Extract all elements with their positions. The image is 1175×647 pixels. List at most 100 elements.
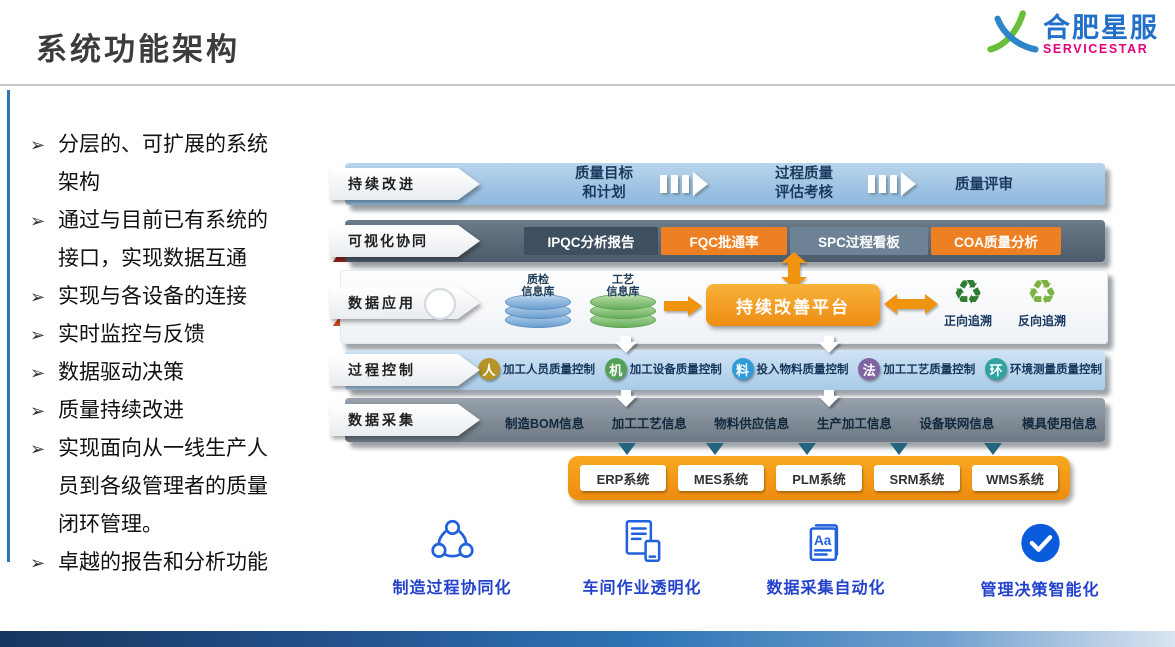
bullet-text: 数据驱动决策: [58, 361, 184, 384]
connector-down-icon: [706, 443, 724, 455]
bullet-arrow-icon: ➢: [30, 325, 46, 345]
bullet-arrow-icon: ➢: [30, 135, 46, 155]
down-arrow-icon: [818, 336, 840, 353]
collect-item: 生产加工信息: [816, 417, 892, 431]
control-man: 人加工人员质量控制: [478, 358, 595, 380]
database-label: 质检 信息库: [521, 274, 555, 299]
method-badge: 法: [858, 358, 881, 380]
collect-item: 设备联网信息: [919, 417, 995, 431]
page-title: 系统功能架构: [36, 32, 240, 67]
feature-label: 车间作业透明化: [582, 580, 702, 597]
data-app-circle-icon: [424, 288, 456, 320]
logo-text: 合肥星服 SERVICESTAR: [1043, 12, 1159, 57]
control-label: 加工工艺质量控制: [883, 364, 976, 376]
recycle-icon: ♻: [1026, 274, 1058, 312]
collect-item: 模具使用信息: [1021, 417, 1097, 431]
feature-transparency: 车间作业透明化: [582, 514, 701, 598]
ribbon-visual-collaboration: 可视化协同: [330, 225, 480, 257]
bullet-arrow-icon: ➢: [30, 287, 46, 307]
flow-arrow-icon: [660, 172, 708, 196]
control-label: 加工人员质量控制: [503, 364, 595, 376]
ribbon-process-control: 过程控制: [330, 354, 480, 386]
bullet-text: 通过与目前已有系统的接口，实现数据互通: [58, 209, 268, 270]
horizontal-double-arrow-icon: [884, 294, 938, 314]
visual-collaboration-boxes: IPQC分析报告 FQC批通率 SPC过程看板 COA质量分析: [524, 227, 1061, 255]
connector-down-icon: [618, 443, 636, 455]
bullet-text: 质量持续改进: [58, 399, 184, 422]
process-craft-database: 工艺 信息库: [590, 274, 656, 328]
footer-bar: [0, 631, 1175, 647]
bullet-arrow-icon: ➢: [30, 553, 46, 573]
srm-system-box: SRM系统: [874, 465, 960, 491]
layer-label: 数据应用: [330, 287, 480, 319]
ribbon-data-collection: 数据采集: [330, 404, 480, 436]
bullet-arrow-icon: ➢: [30, 401, 46, 421]
man-badge: 人: [478, 358, 500, 380]
connector-down-icon: [984, 443, 1002, 455]
feature-data-collection: Aa 数据采集自动化: [766, 514, 885, 598]
bullet-item: ➢ 实现与各设备的连接: [30, 278, 292, 316]
smart-decision-check-icon: [980, 516, 1099, 570]
control-method: 法加工工艺质量控制: [858, 358, 975, 380]
collect-item: 制造BOM信息: [505, 417, 585, 431]
collaboration-icon: [392, 514, 511, 568]
data-collection-items: 制造BOM信息 加工工艺信息 物料供应信息 生产加工信息 设备联网信息 模具使用…: [505, 413, 1097, 432]
bullet-item: ➢ 卓越的报告和分析功能: [30, 544, 292, 582]
logo: 合肥星服 SERVICESTAR: [985, 8, 1159, 62]
bullet-text: 卓越的报告和分析功能: [58, 551, 268, 574]
backward-trace: ♻ 反向追溯: [1006, 276, 1078, 329]
bullet-item: ➢通过与目前已有系统的接口，实现数据互通: [30, 202, 292, 278]
control-environment: 环环境测量质量控制: [985, 358, 1102, 380]
step-quality-review: 质量评审: [955, 177, 1013, 193]
header-divider: [0, 84, 1175, 86]
vertical-double-arrow-icon: [781, 252, 807, 288]
feature-label: 制造过程协同化: [392, 580, 512, 597]
bullet-item: ➢ 数据驱动决策: [30, 354, 292, 392]
bullet-text: 实现与各设备的连接: [58, 285, 247, 308]
step-quality-goal: 质量目标 和计划: [575, 166, 633, 201]
process-controls: 人加工人员质量控制 机加工设备质量控制 料投入物料质量控制 法加工工艺质量控制 …: [478, 358, 1102, 380]
bullet-text: 实时监控与反馈: [58, 323, 205, 346]
bullet-item: ➢实现面向从一线生产人员到各级管理者的质量闭环管理。: [30, 430, 292, 544]
step-process-assessment: 过程质量 评估考核: [775, 166, 833, 201]
logo-company-name-en: SERVICESTAR: [1043, 42, 1149, 57]
layer-label: 可视化协同: [330, 225, 480, 257]
mes-system-box: MES系统: [678, 465, 764, 491]
layer-label: 过程控制: [330, 354, 480, 386]
data-collection-icon: Aa: [766, 514, 885, 568]
down-arrow-icon: [615, 336, 637, 353]
material-badge: 料: [731, 358, 754, 380]
wms-system-box: WMS系统: [972, 465, 1058, 491]
quality-inspection-database: 质检 信息库: [505, 274, 571, 328]
bullet-text: 分层的、可扩展的系统架构: [58, 133, 268, 194]
ipqc-report-box: IPQC分析报告: [524, 227, 658, 255]
plm-system-box: PLM系统: [776, 465, 862, 491]
connector-down-icon: [890, 443, 908, 455]
bullet-item: ➢ 质量持续改进: [30, 392, 292, 430]
bullet-item: ➢ 分层的、可扩展的系统架构: [30, 126, 292, 202]
flow-arrow-icon: [868, 172, 916, 196]
control-label: 加工设备质量控制: [629, 364, 722, 376]
ribbon-continuous-improvement: 持续改进: [330, 168, 480, 200]
trace-label: 正向追溯: [943, 314, 992, 328]
feature-smart-decision: 管理决策智能化: [980, 516, 1099, 600]
trace-label: 反向追溯: [1017, 314, 1066, 328]
bullet-arrow-icon: ➢: [30, 363, 46, 383]
bullet-text: 实现面向从一线生产人员到各级管理者的质量闭环管理。: [58, 437, 268, 536]
layer-label: 持续改进: [330, 168, 480, 200]
control-machine: 机加工设备质量控制: [604, 358, 722, 380]
ribbon-data-application: 数据应用: [330, 287, 480, 319]
feature-label: 管理决策智能化: [980, 582, 1100, 599]
logo-company-name: 合肥星服: [1043, 12, 1159, 43]
layer-label: 数据采集: [330, 404, 480, 436]
machine-badge: 机: [604, 358, 627, 380]
spc-dashboard-box: SPC过程看板: [790, 227, 928, 255]
control-material: 料投入物料质量控制: [731, 358, 849, 380]
connector-down-icon: [798, 443, 816, 455]
fqc-pass-rate-box: FQC批通率: [661, 227, 787, 255]
database-label: 工艺 信息库: [606, 274, 640, 299]
collect-item: 加工工艺信息: [611, 417, 687, 431]
workshop-transparency-icon: [582, 514, 701, 568]
coa-analysis-box: COA质量分析: [931, 227, 1061, 255]
bullet-item: ➢ 实时监控与反馈: [30, 316, 292, 354]
